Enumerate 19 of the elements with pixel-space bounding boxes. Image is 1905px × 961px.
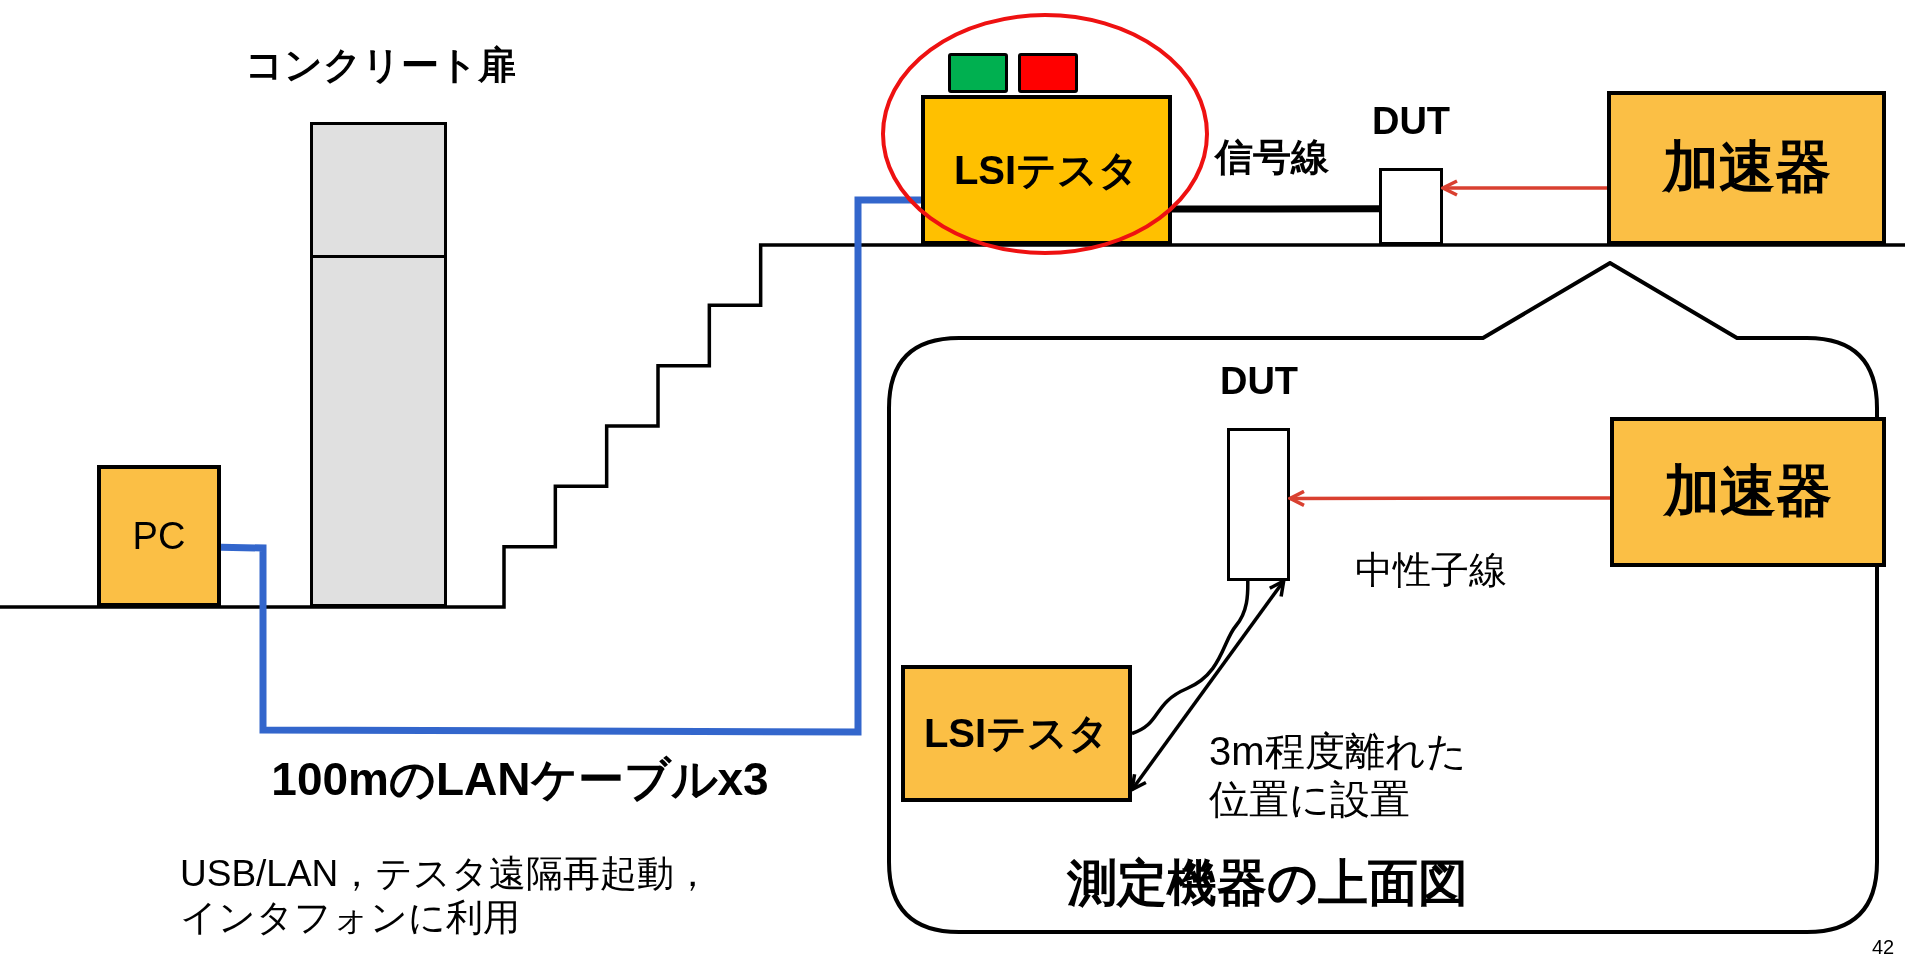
tester-box: LSIテスタ (921, 95, 1172, 245)
page-number: 42 (1872, 935, 1896, 959)
cable-caption: 100mのLANケーブルx3 (270, 752, 770, 807)
cable-line (1172, 205, 1379, 213)
distance-note: 3m程度離れた位置に設置 (1209, 728, 1468, 823)
cable-line (1131, 581, 1250, 736)
arrow (1288, 489, 1610, 508)
accelerator-box: 加速器 (1610, 417, 1886, 567)
panel-title: 測定機器の上面図 (1067, 854, 1468, 913)
arrow (1441, 179, 1607, 197)
door-label: コンクリート扉 (243, 43, 517, 88)
arrow (1130, 579, 1286, 792)
note-text: USB/LAN，テスタ遠隔再起動，インタフォンに利用 (180, 852, 713, 941)
tester-box: LSIテスタ (901, 665, 1132, 802)
accelerator-box: 加速器 (1607, 91, 1886, 245)
pc-box: PC (97, 465, 221, 607)
dut-label: DUT (1370, 100, 1452, 143)
cable-line (220, 196, 921, 736)
dut-label: DUT (1218, 360, 1300, 403)
